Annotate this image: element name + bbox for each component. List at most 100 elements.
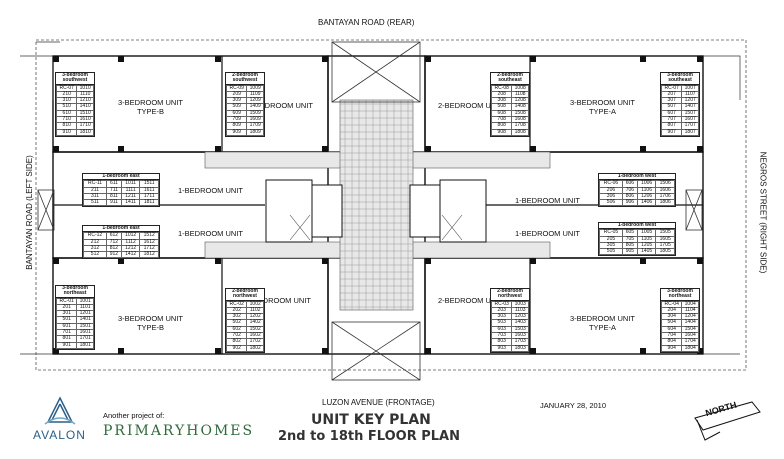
column: [697, 146, 703, 152]
brand-logo-text: AVALON: [33, 428, 86, 442]
column: [53, 146, 59, 152]
column: [322, 258, 328, 264]
table-cell: 1109: [246, 90, 264, 99]
column: [118, 348, 124, 354]
table-title: 1-bedroom west: [599, 222, 675, 230]
table-cell: 1409: [246, 103, 264, 111]
table-cell: 1801: [76, 341, 94, 349]
table-cell: RC-01: [55, 297, 78, 305]
table-cell: 1411: [120, 199, 141, 207]
table-cell: 1601: [76, 329, 94, 337]
column: [640, 348, 646, 354]
columns: [53, 56, 703, 354]
core-crosses: [289, 214, 463, 241]
column: [530, 258, 536, 264]
column: [322, 348, 328, 354]
table-cell: 1811: [139, 199, 159, 207]
table-cell: RC-03: [490, 300, 513, 308]
table-cell: 702: [225, 332, 248, 340]
road-left-label: BANTAYAN ROAD (LEFT SIDE): [24, 155, 34, 270]
road-top-label: BANTAYAN ROAD (REAR): [318, 18, 415, 27]
table-cell: 1406: [636, 199, 657, 207]
table-cell: 701: [55, 329, 78, 337]
column: [322, 56, 328, 62]
plan-title-line1: UNIT KEY PLAN: [311, 412, 431, 428]
table-cell: 504: [660, 319, 683, 327]
table-cell: RC-08: [490, 84, 513, 92]
table-cell: 302: [225, 313, 248, 321]
table-cell: 1410: [76, 103, 94, 111]
table-cell: 1802: [246, 344, 264, 352]
unit-name-tr-2br: 2-BEDROOM UNIT: [438, 101, 504, 110]
table-cell: 909: [225, 128, 248, 136]
unit-name-mr-1br-a: 1-BEDROOM UNIT: [515, 196, 581, 205]
brand-company: PRIMARYHOMES: [103, 423, 255, 439]
column: [425, 348, 431, 354]
table-cell: 204: [660, 306, 683, 315]
table-cell: 1108: [511, 90, 529, 99]
table-title: 3-bedroom southeast: [661, 72, 699, 85]
site-boundary: [35, 39, 747, 371]
table-cell: RC-07: [660, 84, 683, 92]
table-cell: 1401: [76, 316, 94, 324]
column: [697, 258, 703, 264]
unit-name-tr-3br: 3-BEDROOM UNIT TYPE-A: [570, 98, 636, 116]
table-cell: 1808: [511, 128, 529, 136]
table-cell: 608: [490, 109, 513, 118]
table-cell: RC-09: [225, 84, 248, 92]
table-cell: 510: [55, 103, 78, 111]
table-cell: 310: [55, 97, 78, 105]
table-cell: 609: [225, 109, 248, 118]
top-terrace: [37, 41, 703, 381]
brand-another: Another project of:: [103, 411, 165, 420]
table-cell: 501: [55, 316, 78, 324]
core-rooms: [265, 179, 487, 243]
table-cell: 707: [660, 116, 683, 124]
table-cell: 1202: [246, 313, 264, 321]
table-cell: 1003: [511, 300, 529, 308]
table-title: 2-bedroom northwest: [491, 288, 529, 301]
table-cell: 1207: [681, 97, 699, 105]
table-cell: 912: [105, 251, 122, 259]
table-cell: 1404: [681, 319, 699, 327]
table-cell: 1210: [76, 97, 94, 105]
table-cell: 709: [225, 116, 248, 124]
table-cell: 1503: [511, 325, 529, 334]
column: [53, 258, 59, 264]
column: [215, 146, 221, 152]
column: [425, 146, 431, 152]
table-cell: 207: [660, 90, 683, 99]
table-cell: 1602: [246, 332, 264, 340]
table-cell: 1610: [76, 116, 94, 124]
table-cell: 607: [660, 109, 683, 118]
